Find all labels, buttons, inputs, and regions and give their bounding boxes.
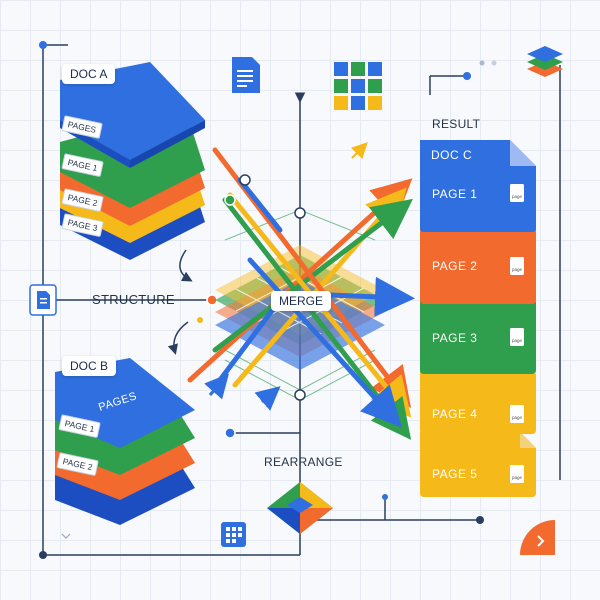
node-dot xyxy=(463,72,471,80)
doc-c-cards xyxy=(420,140,536,497)
page-icon-text: page xyxy=(512,194,523,199)
doc-b-label: DOC B xyxy=(62,356,117,376)
calendar-icon xyxy=(221,522,246,547)
doc-c-page-2: PAGE 2 xyxy=(432,259,478,273)
layers-icon xyxy=(527,46,563,77)
doc-icon xyxy=(232,57,260,93)
page-icon-text: page xyxy=(512,338,523,343)
result-label: RESULT xyxy=(432,117,481,131)
doc-b-stack xyxy=(55,358,195,525)
doc-c-page-1: PAGE 1 xyxy=(432,187,478,201)
doc-c-page-4: PAGE 4 xyxy=(432,407,478,421)
rearrange-label: REARRANGE xyxy=(264,455,343,469)
doc-c-page-3: PAGE 3 xyxy=(432,331,478,345)
chevron-right-icon xyxy=(520,520,555,555)
page-icon-text: page xyxy=(512,267,523,272)
curve-arrow xyxy=(179,249,193,282)
page-icon-text: page xyxy=(512,475,523,480)
doc-c-label: DOC C xyxy=(431,148,473,162)
node-dot xyxy=(39,41,47,49)
curve-arrow xyxy=(167,321,189,355)
grid-icon xyxy=(334,62,382,110)
connector-lines xyxy=(42,44,561,556)
doc-c-page-5: PAGE 5 xyxy=(432,467,478,481)
page-icons xyxy=(510,184,524,483)
doc-icon xyxy=(29,284,57,316)
node-dot xyxy=(224,427,236,439)
diamond-logo xyxy=(267,482,333,534)
doc-a-label: DOC A xyxy=(62,64,116,84)
merge-label: MERGE xyxy=(271,291,332,311)
node-dot xyxy=(39,551,47,559)
structure-label: STRUCTURE xyxy=(92,292,175,307)
node-dot xyxy=(476,516,484,524)
page-icon-text: page xyxy=(512,415,523,420)
